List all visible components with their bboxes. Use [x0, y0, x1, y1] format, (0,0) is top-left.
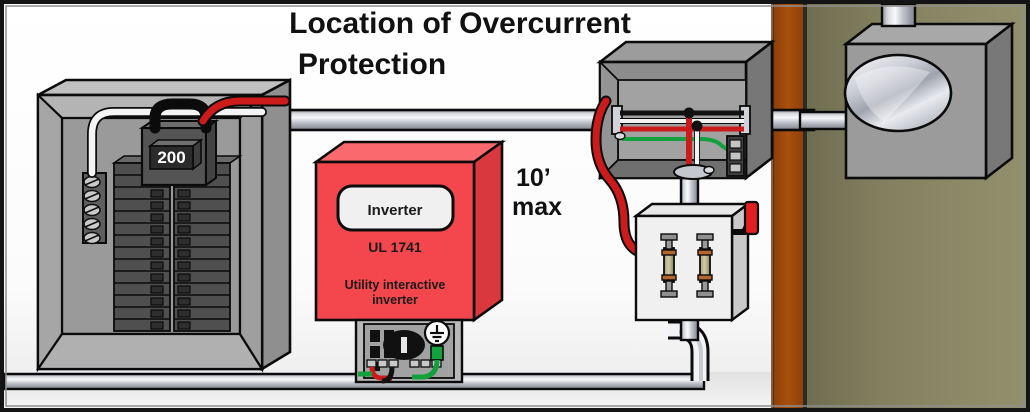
utility-meter[interactable] [842, 2, 1016, 181]
branch-breaker-column-right[interactable] [171, 155, 243, 332]
bus-screw [83, 175, 101, 189]
service-conductor-red [197, 95, 291, 127]
conduit-run-bottom [2, 372, 706, 391]
junction-box-ground-bar[interactable] [726, 135, 745, 177]
ground-symbol-icon [423, 319, 451, 347]
bus-screw [83, 231, 101, 245]
inverter-description-line1: Utility interactive [345, 278, 446, 292]
inverter-plate-label: Inverter [367, 202, 422, 219]
title-line-1: Location of Overcurrent [289, 7, 631, 40]
bus-screw [83, 217, 101, 231]
distance-label-line2: max [512, 193, 562, 221]
distance-label-line1: 10’ [516, 164, 551, 192]
cartridge-fuse [696, 233, 714, 298]
tap-point [691, 120, 703, 132]
inverter-description-line2: inverter [372, 293, 418, 307]
fused-disconnect[interactable] [632, 200, 760, 323]
figure-title: Location of Overcurrent Protection [289, 7, 631, 81]
main-breaker-rating-label: 200 [157, 148, 185, 167]
feeder-red-to-disconnect [590, 95, 674, 264]
bus-screw [83, 203, 101, 217]
tap-point [683, 107, 695, 119]
bus-screw [83, 189, 101, 203]
disconnect-handle[interactable] [732, 200, 760, 236]
junction-box-conductors [614, 107, 744, 180]
utility-interactive-inverter[interactable]: Inverter UL 1741 Utility interactive inv… [311, 139, 507, 323]
neutral-ground-bus[interactable] [82, 172, 107, 245]
branch-breaker-column-left[interactable] [111, 155, 183, 332]
service-conductor-white [87, 107, 267, 178]
inverter-standard-label: UL 1741 [368, 239, 422, 255]
title-line-2: Protection [298, 48, 446, 81]
cartridge-fuse [660, 233, 678, 298]
inverter-wiring-compartment[interactable] [354, 318, 464, 384]
meter-glass-dome [843, 53, 953, 133]
conduit-drop-disconnect [679, 316, 700, 342]
distance-annotation: 10’ max [512, 164, 562, 221]
